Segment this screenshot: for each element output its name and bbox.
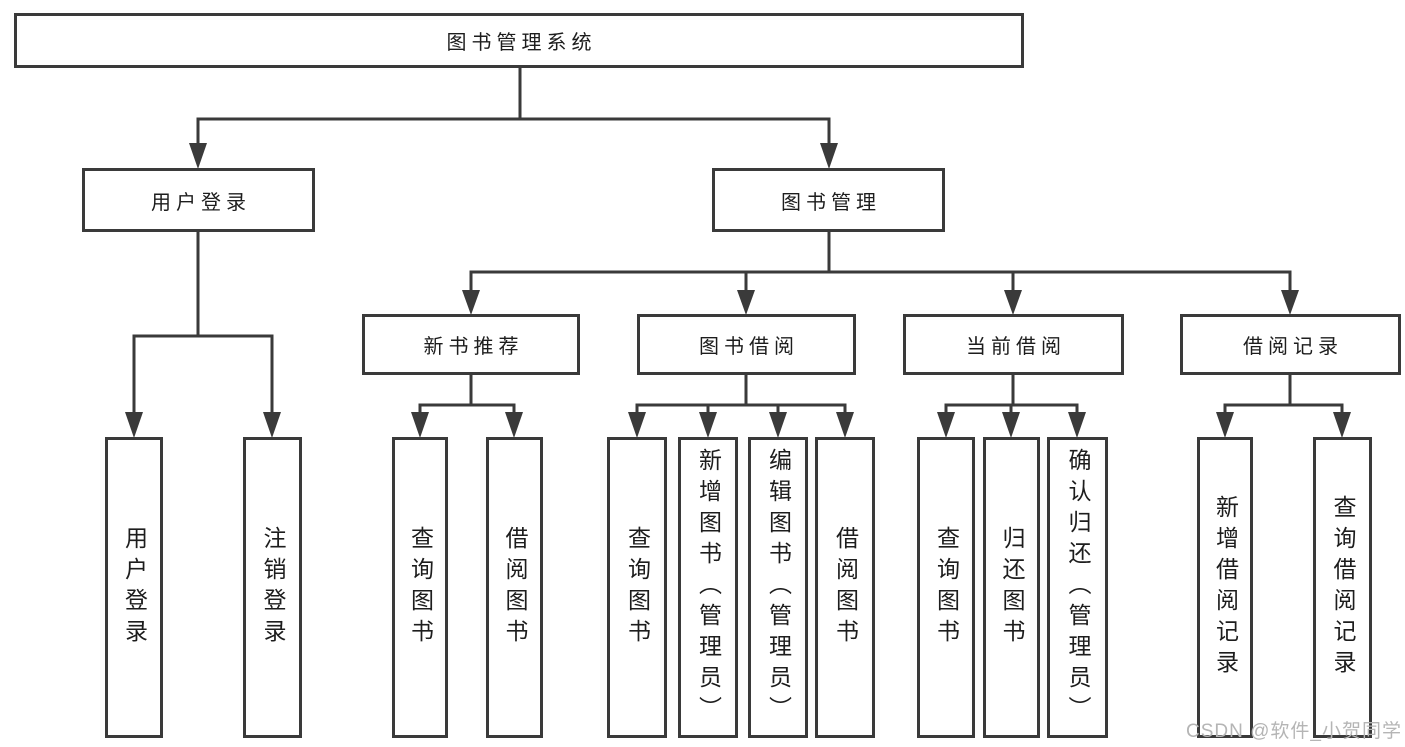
node-label: 借阅图书 <box>502 525 528 650</box>
node-root-library-system: 图书管理系统 <box>14 13 1024 68</box>
node-query-books-recommend: 查询图书 <box>392 437 448 738</box>
connector-book-management-children <box>462 232 1299 315</box>
node-add-book-admin: 新增图书（管理员） <box>678 437 738 738</box>
connector-borrowing-records-children <box>1216 375 1351 438</box>
node-book-management: 图书管理 <box>712 168 945 232</box>
node-user-login-action: 用户登录 <box>105 437 163 738</box>
node-label: 查询图书 <box>624 525 651 650</box>
node-current-borrowing: 当前借阅 <box>903 314 1124 375</box>
node-add-borrowing-record: 新增借阅记录 <box>1197 437 1253 738</box>
connector-book-borrowing-children <box>628 375 854 438</box>
node-logout-action: 注销登录 <box>243 437 302 738</box>
node-return-book: 归还图书 <box>983 437 1040 738</box>
node-query-books-current: 查询图书 <box>917 437 975 738</box>
node-label: 确认归还（管理员） <box>1065 448 1091 727</box>
node-query-books-borrowing: 查询图书 <box>607 437 667 738</box>
node-edit-book-admin: 编辑图书（管理员） <box>748 437 808 738</box>
node-label: 新增图书（管理员） <box>695 448 722 727</box>
node-borrow-book-borrowing: 借阅图书 <box>815 437 875 738</box>
connector-user-login-children <box>125 232 281 438</box>
node-user-login: 用户登录 <box>82 168 315 232</box>
connector-root-to-level2 <box>189 68 838 169</box>
node-label: 查询图书 <box>407 525 434 650</box>
node-label: 查询借阅记录 <box>1330 494 1356 681</box>
node-borrow-book-recommend: 借阅图书 <box>486 437 543 738</box>
node-query-borrowing-record: 查询借阅记录 <box>1313 437 1372 738</box>
node-label: 编辑图书（管理员） <box>765 448 792 727</box>
node-label: 新增借阅记录 <box>1212 494 1239 681</box>
node-confirm-return-admin: 确认归还（管理员） <box>1047 437 1108 738</box>
node-label: 注销登录 <box>260 525 286 650</box>
csdn-watermark: CSDN @软件_小贺同学 <box>1186 721 1402 742</box>
node-label: 归还图书 <box>999 525 1025 650</box>
node-label: 查询图书 <box>933 525 960 650</box>
connector-current-borrowing-children <box>937 375 1086 438</box>
node-book-borrowing: 图书借阅 <box>637 314 856 375</box>
node-new-book-recommendation: 新书推荐 <box>362 314 580 375</box>
node-label: 借阅图书 <box>832 525 859 650</box>
node-label: 用户登录 <box>121 525 148 650</box>
connector-new-book-children <box>411 375 523 438</box>
node-borrowing-records: 借阅记录 <box>1180 314 1401 375</box>
